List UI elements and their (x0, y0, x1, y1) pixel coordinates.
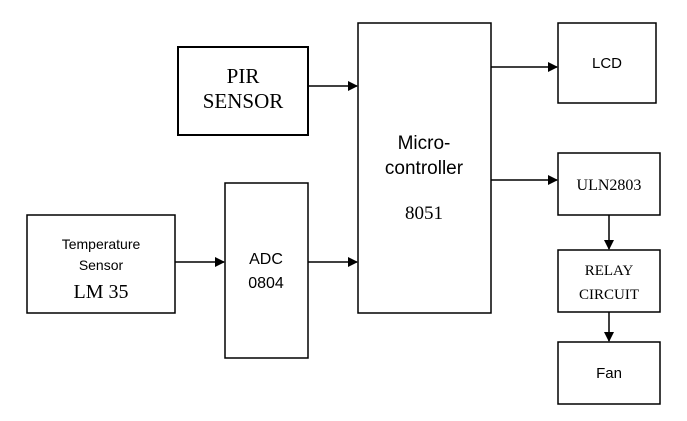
relay-circuit-block: RELAY CIRCUIT (557, 249, 661, 313)
pir-line2: SENSOR (203, 89, 284, 113)
adc-block: ADC 0804 (224, 182, 309, 359)
mcu-line1: Micro- (398, 133, 451, 154)
mcu-line3: 8051 (405, 203, 443, 224)
adc-line2: 0804 (248, 275, 284, 292)
relay-line2: CIRCUIT (579, 287, 639, 303)
temperature-sensor-block: Temperature Sensor LM 35 (26, 214, 176, 314)
mcu-line2: controller (385, 158, 464, 179)
pir-sensor-block: PIR SENSOR (177, 46, 309, 136)
fan-label: Fan (596, 365, 622, 382)
lcd-label: LCD (592, 55, 622, 72)
lcd-block: LCD (557, 22, 657, 104)
temp-line3: LM 35 (74, 281, 129, 303)
uln-label: ULN2803 (577, 177, 642, 194)
microcontroller-block: Micro- controller 8051 (357, 22, 492, 314)
pir-line1: PIR (227, 64, 260, 88)
temp-line1: Temperature (62, 236, 141, 252)
fan-block: Fan (557, 341, 661, 405)
uln2803-block: ULN2803 (557, 152, 661, 216)
adc-line1: ADC (249, 251, 283, 268)
temp-line2: Sensor (79, 257, 124, 273)
relay-line1: RELAY (585, 263, 634, 279)
